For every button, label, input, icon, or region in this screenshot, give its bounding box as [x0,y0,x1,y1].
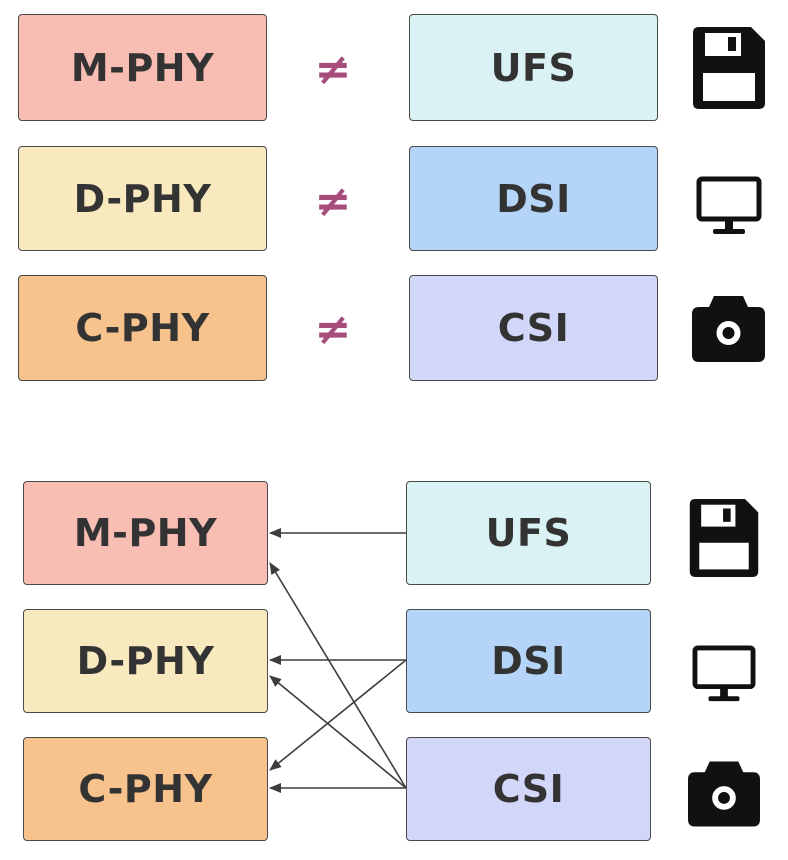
floppy-disk-icon [693,27,765,109]
neq-symbol-3: ≠ [314,304,352,355]
camera-icon [688,761,760,827]
top-d-phy-box: D-PHY [18,146,267,251]
top-c-phy-label: C-PHY [75,306,210,350]
top-m-phy-label: M-PHY [70,45,215,90]
bottom-c-phy-box: C-PHY [23,737,268,841]
bottom-csi-box: CSI [406,737,651,841]
top-ufs-box: UFS [409,14,658,121]
bottom-d-phy-label: D-PHY [76,639,215,683]
neq-symbol-1: ≠ [314,44,352,95]
bottom-m-phy-box: M-PHY [23,481,268,585]
monitor-icon [696,176,762,234]
top-ufs-label: UFS [490,45,577,90]
arrow-dsi-to-c-phy [269,659,407,771]
bottom-dsi-label: DSI [491,639,566,683]
top-dsi-label: DSI [496,176,571,221]
top-d-phy-label: D-PHY [73,176,212,221]
camera-icon [692,296,765,362]
bottom-dsi-box: DSI [406,609,651,713]
floppy-disk-icon [689,499,759,577]
bottom-csi-label: CSI [492,767,565,811]
top-csi-label: CSI [497,306,570,350]
arrow-csi-to-d-phy [269,675,407,789]
arrow-csi-to-m-phy [269,562,407,789]
bottom-d-phy-box: D-PHY [23,609,268,713]
monitor-icon [692,645,756,702]
bottom-ufs-label: UFS [485,511,572,555]
bottom-m-phy-label: M-PHY [73,511,218,555]
top-dsi-box: DSI [409,146,658,251]
neq-symbol-2: ≠ [314,176,352,227]
bottom-ufs-box: UFS [406,481,651,585]
bottom-c-phy-label: C-PHY [78,767,213,811]
top-csi-box: CSI [409,275,658,381]
top-m-phy-box: M-PHY [18,14,267,121]
top-c-phy-box: C-PHY [18,275,267,381]
